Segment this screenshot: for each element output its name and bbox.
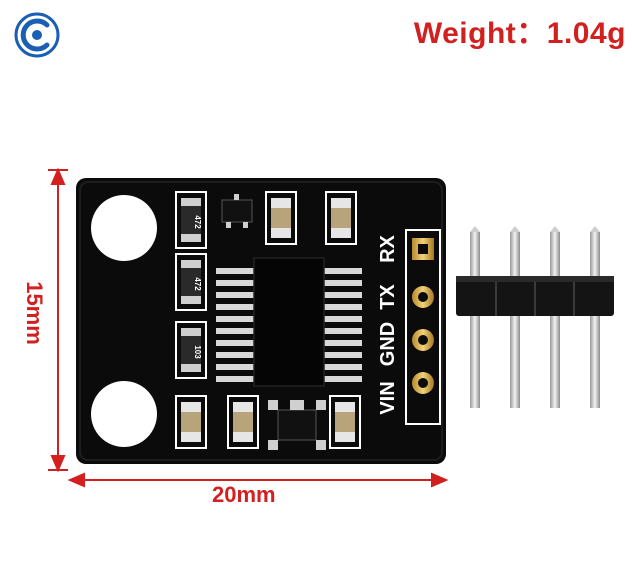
- weight-label: Weight：1.04g: [413, 17, 626, 50]
- resistor-r3: [175, 321, 207, 379]
- capacitor-c4: [227, 395, 259, 449]
- height-dimension-line: [48, 167, 68, 473]
- capacitor-c5: [329, 395, 361, 449]
- resistor-r2: [175, 253, 207, 311]
- mounting-hole-top: [91, 195, 157, 261]
- brand-logo-icon: [14, 12, 60, 58]
- main-ic-chip: [216, 257, 362, 387]
- pin-label-tx: TX: [377, 284, 399, 310]
- height-dimension-label: 15mm: [22, 281, 47, 345]
- width-dimension-line: [67, 472, 449, 488]
- capacitor-c1: [265, 191, 297, 245]
- capacitor-c3: [175, 395, 207, 449]
- pcb-board: 472 472 103: [76, 178, 446, 464]
- voltage-regulator: [268, 400, 326, 450]
- resistor-r1: [175, 191, 207, 249]
- mounting-hole-bottom: [91, 381, 157, 447]
- pin-label-rx: RX: [377, 234, 399, 262]
- width-dimension-label: 20mm: [212, 482, 276, 507]
- pin-header: [456, 226, 614, 408]
- resistor-code-r2: 472: [193, 277, 202, 291]
- header-pads: [405, 229, 441, 425]
- pin-label-gnd: GND: [377, 322, 399, 366]
- transistor-top: [221, 194, 253, 228]
- capacitor-c2: [325, 191, 357, 245]
- resistor-code-r1: 472: [193, 215, 202, 229]
- pin-label-vin: VIN: [377, 381, 399, 414]
- resistor-code-r3: 103: [193, 345, 202, 359]
